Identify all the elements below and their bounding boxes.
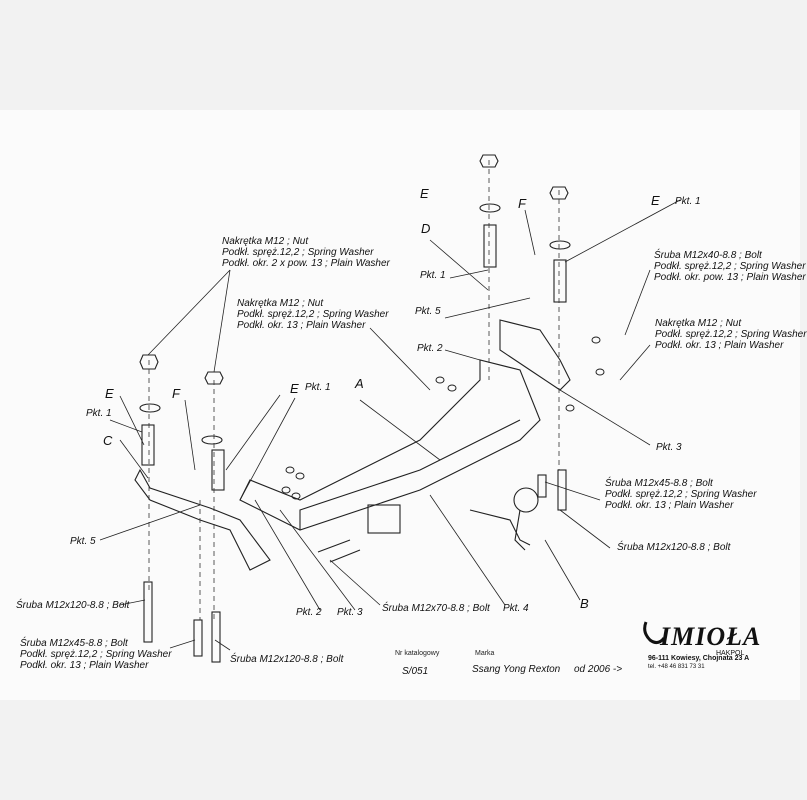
note-line: Podkł. spręż.12,2 ; Spring Washer <box>237 309 389 320</box>
socket-plate <box>367 504 401 534</box>
company-logo: IMIOŁA <box>660 622 762 651</box>
note-bolt120-left: Śruba M12x120-8.8 ; Bolt <box>16 600 130 611</box>
note-line: Podkł. spręż.12,2 ; Spring Washer <box>20 649 172 660</box>
company-tel: tel. +48 46 831 73 31 <box>648 664 705 670</box>
catalog-label: Nr katalogowy <box>395 650 440 657</box>
company-address: 96-111 Kowiesy, Chojnata 23 A <box>648 655 750 662</box>
note-line: Nakrętka M12 ; Nut <box>222 236 309 247</box>
note-line: Podkł. okr. 2 x pow. 13 ; Plain Washer <box>222 258 390 269</box>
bolt-120-right <box>557 469 567 511</box>
note-line: Podkł. okr. pow. 13 ; Plain Washer <box>654 272 806 283</box>
label-a: A <box>355 376 364 391</box>
vehicle-model: Ssang Yong Rexton <box>472 664 561 675</box>
drawing-sheet <box>0 110 800 700</box>
pkt1-right-lower: Pkt. 1 <box>420 270 446 281</box>
note-line: Nakrętka M12 ; Nut <box>655 318 742 329</box>
bracket-d <box>499 319 571 391</box>
pkt5-left: Pkt. 5 <box>70 536 96 547</box>
pkt1-right: Pkt. 1 <box>675 196 701 207</box>
note-line: Podkł. spręż.12,2 ; Spring Washer <box>222 247 374 258</box>
bolt-45-right <box>537 474 547 498</box>
pkt1-center: Pkt. 1 <box>305 382 331 393</box>
pkt2-right: Pkt. 2 <box>417 343 443 354</box>
label-b: B <box>580 596 589 611</box>
note-line: Podkł. okr. 13 ; Plain Washer <box>655 340 784 351</box>
bolt-45-left <box>193 619 203 657</box>
note-bolt120-right: Śruba M12x120-8.8 ; Bolt <box>617 542 731 553</box>
note-line: Podkł. spręż.12,2 ; Spring Washer <box>605 489 757 500</box>
note-line: Nakrętka M12 ; Nut <box>237 298 324 309</box>
note-line: Podkł. spręż.12,2 ; Spring Washer <box>655 329 807 340</box>
pkt3-right: Pkt. 3 <box>656 442 682 453</box>
note-line: Podkł. okr. 13 ; Plain Washer <box>605 500 734 511</box>
note-nut-left: Nakrętka M12 ; Nut Podkł. spręż.12,2 ; S… <box>222 236 390 269</box>
label-d: D <box>421 221 431 236</box>
note-bolt40-right: Śruba M12x40-8.8 ; Bolt Podkł. spręż.12,… <box>654 250 806 283</box>
pkt4: Pkt. 4 <box>503 603 529 614</box>
spacer-e-right-1 <box>483 224 497 268</box>
tow-ball <box>513 487 539 513</box>
catalog-number: S/051 <box>402 666 429 677</box>
label-e-right: E <box>420 186 429 201</box>
label-f-right: F <box>518 196 526 211</box>
vehicle-since: od 2006 -> <box>574 664 623 675</box>
note-bolt45-right: Śruba M12x45-8.8 ; Bolt Podkł. spręż.12,… <box>605 478 757 511</box>
spacer-e-right-2 <box>553 259 567 303</box>
label-e-far-right: E <box>651 193 660 208</box>
note-line: Podkł. okr. 13 ; Plain Washer <box>20 660 149 671</box>
label-c: C <box>103 433 113 448</box>
company-sub: HAKPOL <box>716 650 745 657</box>
note-line: Podkł. okr. 13 ; Plain Washer <box>237 320 366 331</box>
pkt5-right: Pkt. 5 <box>415 306 441 317</box>
bolt-120-bottom <box>211 611 221 663</box>
note-line: Podkł. spręż.12,2 ; Spring Washer <box>654 261 806 272</box>
note-line: Śruba M12x40-8.8 ; Bolt <box>654 250 762 261</box>
label-e-left: E <box>105 386 114 401</box>
note-line: Śruba M12x45-8.8 ; Bolt <box>20 638 128 649</box>
spacer-e-left <box>141 424 155 466</box>
note-bolt70: Śruba M12x70-8.8 ; Bolt <box>382 603 490 614</box>
note-line: Śruba M12x45-8.8 ; Bolt <box>605 478 713 489</box>
bolt-120-left <box>143 581 153 643</box>
note-bolt120-bottom: Śruba M12x120-8.8 ; Bolt <box>230 654 344 665</box>
note-bolt45-left: Śruba M12x45-8.8 ; Bolt Podkł. spręż.12,… <box>20 638 172 671</box>
brand-label: Marka <box>475 650 495 657</box>
note-nut-right: Nakrętka M12 ; Nut Podkł. spręż.12,2 ; S… <box>655 318 807 351</box>
pkt2-bottom: Pkt. 2 <box>296 607 322 618</box>
note-nut-center: Nakrętka M12 ; Nut Podkł. spręż.12,2 ; S… <box>237 298 389 331</box>
pkt1-left: Pkt. 1 <box>86 408 112 419</box>
ball-mount-b <box>469 509 531 546</box>
label-f-left: F <box>172 386 180 401</box>
pkt3-bottom: Pkt. 3 <box>337 607 363 618</box>
spacer-e-center <box>211 449 225 491</box>
label-e-center: E <box>290 381 299 396</box>
bracket-c <box>134 468 271 571</box>
logo-hook-icon <box>643 621 666 645</box>
